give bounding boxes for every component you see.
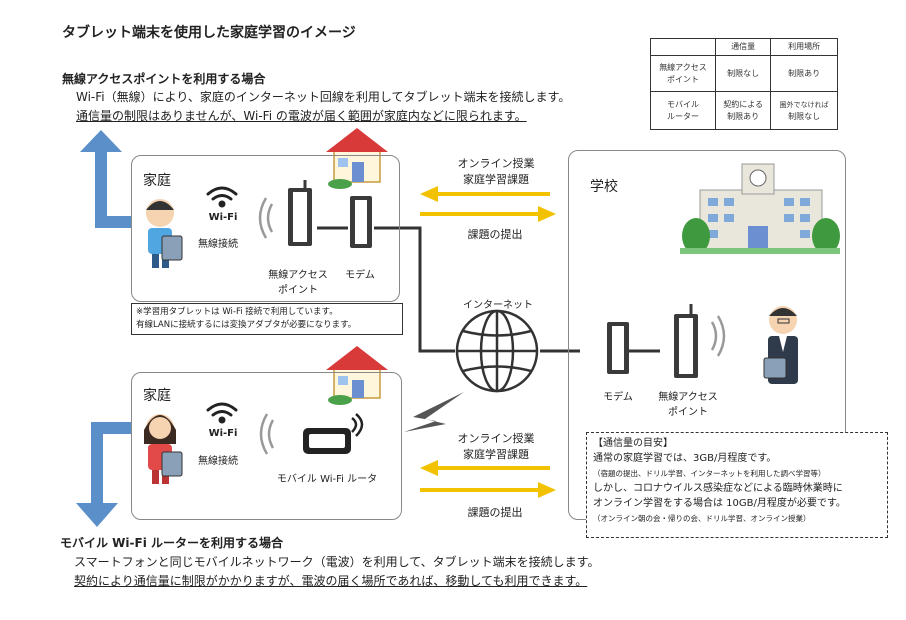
school-access-point-icon — [674, 304, 698, 378]
table-cell: 制限なし — [727, 68, 760, 78]
table-cell: ポイント — [667, 74, 699, 84]
online-class-line1: オンライン授業 — [457, 157, 535, 170]
note-box: ※学習用タブレットは Wi-Fi 接続で利用しています。 有線LANに接続するに… — [131, 303, 403, 335]
table-row: モバイルルーター 契約による制限あり 圏外でなければ制限なし — [650, 91, 838, 130]
note-line2: 有線LANに接続するには変換アダプタが必要になります。 — [136, 320, 357, 330]
table-cell: 契約による — [723, 99, 764, 109]
home1-ap-label: 無線アクセス ポイント — [258, 266, 338, 296]
wireless-line1: Wi-Fi（無線）により、家庭のインターネット回線を利用してタブレット端末を接続… — [76, 90, 571, 104]
boy-student-icon — [146, 199, 183, 268]
school-ap-label: 無線アクセス ポイント — [648, 388, 728, 418]
blue-arrow-down-icon — [76, 422, 131, 527]
traffic-line5: （オンライン朝の会・帰りの会、ドリル学習、オンライン授業） — [593, 514, 811, 523]
mobile-router-icon — [303, 413, 364, 454]
wifi-icon — [206, 186, 238, 208]
traffic-guideline-box: 【通信量の目安】 通常の家庭学習では、3GB/月程度です。 （宿題の提出、ドリル… — [586, 432, 888, 538]
blue-arrow-up-icon — [80, 130, 131, 228]
school-ap-label-line2: ポイント — [668, 407, 708, 418]
internet-label: インターネット — [463, 300, 533, 311]
wireless-heading: 無線アクセスポイントを利用する場合 — [62, 72, 266, 86]
note-line1: ※学習用タブレットは Wi-Fi 接続で利用しています。 — [136, 307, 338, 317]
online-class-line2: 家庭学習課題 — [463, 448, 529, 461]
submit-label-bottom: 課題の提出 — [467, 506, 523, 519]
table-cell: モバイル — [667, 99, 699, 109]
girl-student-icon — [144, 414, 183, 484]
home1-ap-label-line1: 無線アクセス — [268, 270, 328, 281]
table-cell: 制限あり — [788, 68, 821, 78]
traffic-line4: オンライン学習をする場合は 10GB/月程度が必要です。 — [593, 498, 846, 509]
page-title: タブレット端末を使用した家庭学習のイメージ — [62, 25, 356, 41]
home1-ap-label-line2: ポイント — [278, 285, 318, 296]
school-ap-label-line1: 無線アクセス — [658, 392, 718, 403]
globe-icon — [455, 309, 539, 393]
lightning-icon — [404, 392, 464, 432]
mobile-line1: スマートフォンと同じモバイルネットワーク（電波）を利用して、タブレット端末を接続… — [74, 555, 600, 569]
wireless-line2: 通信量の制限はありませんが、Wi-Fi の電波が届く範囲が家庭内などに限られます… — [76, 109, 527, 123]
home2-label: 家庭 — [143, 388, 171, 404]
home1-label: 家庭 — [143, 173, 171, 189]
wifi-icon — [206, 402, 238, 424]
teacher-icon — [763, 306, 798, 384]
signal-waves-icon — [258, 197, 726, 455]
online-class-label-bottom: オンライン授業 家庭学習課題 — [436, 430, 556, 462]
table-row: 無線アクセスポイント 制限なし 制限あり — [650, 55, 838, 92]
yellow-arrows-top — [420, 186, 556, 222]
home2-wireless-conn: 無線接続 — [198, 456, 238, 467]
submit-label-top: 課題の提出 — [467, 228, 523, 241]
school-building-icon — [680, 163, 840, 254]
home1-wifi-label: Wi-Fi — [208, 212, 238, 223]
table-cell: 圏外でなければ — [779, 100, 829, 109]
mobile-router-label: モバイル Wi-Fi ルータ — [276, 474, 378, 485]
home1-box — [131, 155, 400, 302]
online-class-line1: オンライン授業 — [457, 432, 535, 445]
access-point-icon — [288, 180, 312, 246]
modem-icon — [350, 196, 372, 248]
table-cell: 制限あり — [727, 111, 760, 121]
network-lines — [317, 226, 660, 353]
table-cell: 無線アクセス — [659, 62, 707, 72]
school-label: 学校 — [590, 179, 618, 195]
home2-box — [131, 372, 402, 520]
traffic-line3: しかし、コロナウイルス感染症などによる臨時休業時に — [593, 483, 843, 494]
traffic-heading: 【通信量の目安】 — [593, 438, 673, 449]
mobile-heading: モバイル Wi-Fi ルーターを利用する場合 — [60, 536, 283, 550]
house-icon — [326, 346, 388, 405]
online-class-line2: 家庭学習課題 — [463, 173, 529, 186]
yellow-arrows-bottom — [420, 460, 556, 498]
table-cell: ルーター — [667, 111, 699, 121]
traffic-line2: （宿題の提出、ドリル学習、インターネットを利用した調べ学習等） — [593, 469, 826, 478]
comparison-table: 通信量 利用場所 無線アクセスポイント 制限なし 制限あり モバイルルーター 契… — [650, 38, 838, 130]
online-class-label-top: オンライン授業 家庭学習課題 — [436, 155, 556, 187]
home1-wireless-conn: 無線接続 — [198, 239, 238, 250]
home2-wifi-label: Wi-Fi — [208, 428, 238, 439]
traffic-line1: 通常の家庭学習では、3GB/月程度です。 — [593, 453, 777, 464]
table-cell: 制限なし — [788, 111, 821, 121]
school-modem-label: モデム — [603, 392, 633, 403]
school-modem-icon — [607, 322, 629, 374]
mobile-line2: 契約により通信量に制限がかかりますが、電波の届く場所であれば、移動しても利用でき… — [74, 574, 588, 588]
home1-modem-label: モデム — [345, 270, 375, 281]
